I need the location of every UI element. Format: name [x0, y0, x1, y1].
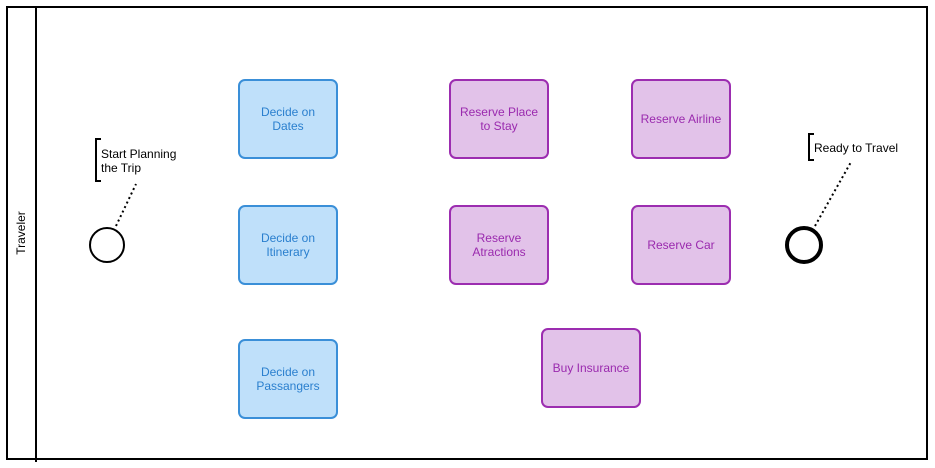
task-reserve-car[interactable]: Reserve Car [631, 205, 731, 285]
task-decide-passengers[interactable]: Decide on Passangers [238, 339, 338, 419]
end-annotation-bracket [808, 133, 814, 161]
start-annotation-bracket [95, 138, 101, 182]
end-association-line [814, 161, 852, 227]
pool [6, 6, 928, 460]
task-buy-insurance[interactable]: Buy Insurance [541, 328, 641, 408]
start-association-line [115, 183, 137, 227]
start-annotation-text: Start Planning the Trip [101, 147, 177, 175]
start-event[interactable] [89, 227, 125, 263]
end-annotation-text: Ready to Travel [814, 141, 899, 155]
task-reserve-attractions[interactable]: Reserve Atractions [449, 205, 549, 285]
task-reserve-airline[interactable]: Reserve Airline [631, 79, 731, 159]
end-event[interactable] [785, 226, 823, 264]
task-decide-dates[interactable]: Decide on Dates [238, 79, 338, 159]
task-reserve-place-to-stay[interactable]: Reserve Place to Stay [449, 79, 549, 159]
task-decide-itinerary[interactable]: Decide on Itinerary [238, 205, 338, 285]
lane-header [6, 6, 37, 462]
